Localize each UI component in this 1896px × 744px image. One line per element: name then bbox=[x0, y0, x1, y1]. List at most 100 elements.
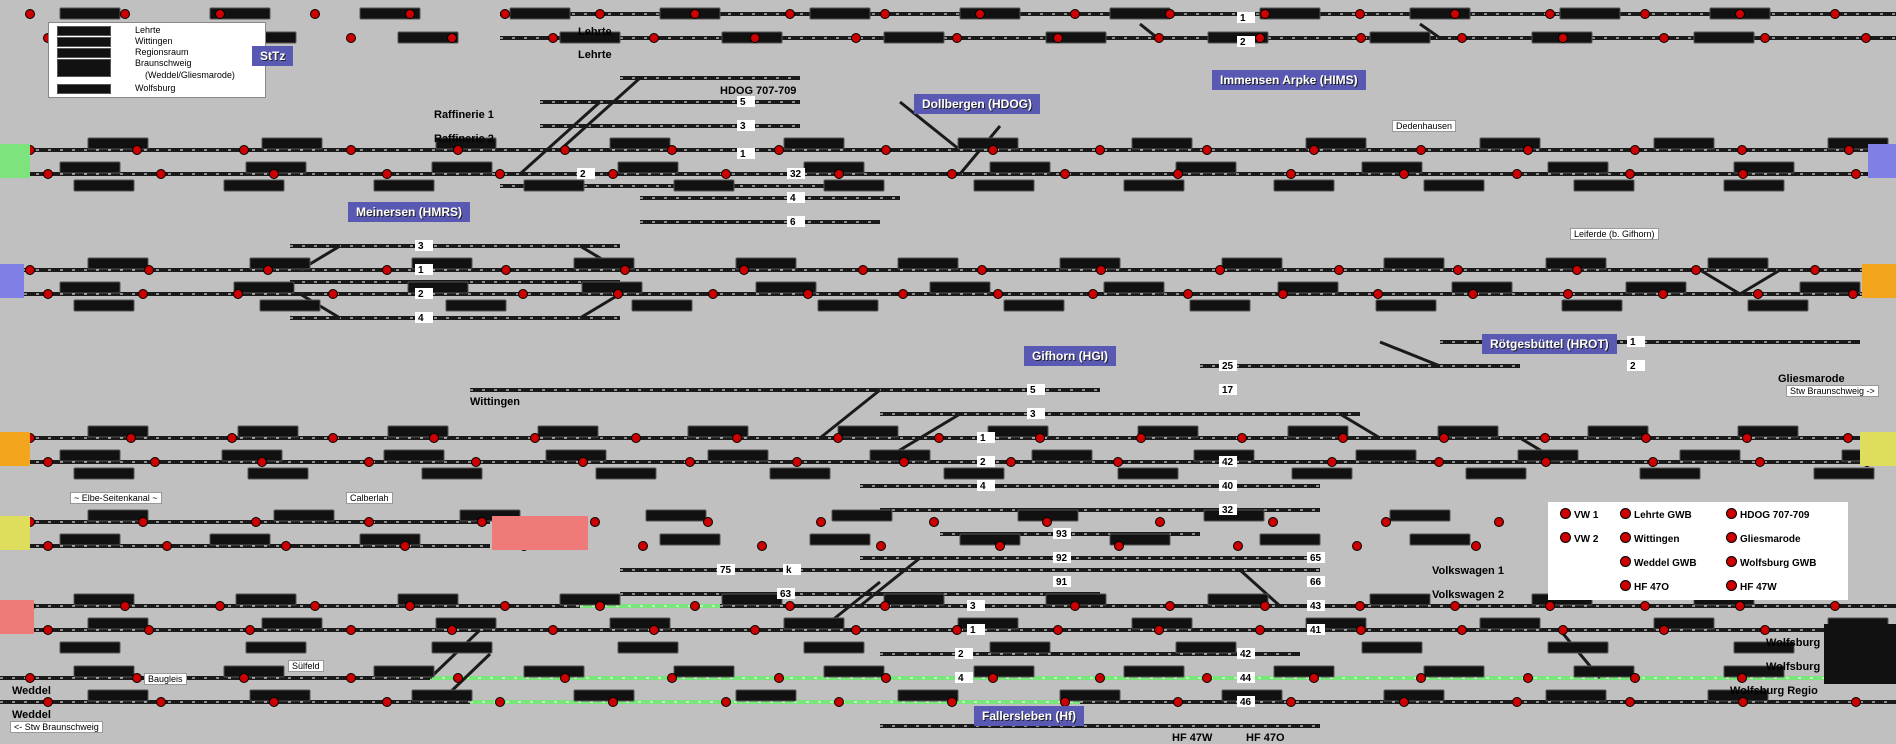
edge-connector-left-pink[interactable] bbox=[0, 600, 34, 634]
signal-group-vw1[interactable]: VW 1 bbox=[1560, 508, 1598, 521]
station-label-wolfsburg-2: Wolfsburg bbox=[1766, 661, 1821, 673]
train-number-field bbox=[59, 641, 121, 654]
edge-connector-pink-block[interactable] bbox=[492, 516, 588, 550]
track-number-bg bbox=[1627, 360, 1645, 371]
signal-icon bbox=[708, 289, 718, 299]
tag-roetgesbuettel[interactable]: Rötgesbüttel (HROT) bbox=[1482, 334, 1617, 354]
track-number-hgi_17: 17 bbox=[1222, 385, 1234, 396]
track-number-hdog_2: 2 bbox=[580, 169, 586, 180]
signal-group-wittingen[interactable]: Wittingen bbox=[1620, 532, 1679, 545]
train-number-field bbox=[1207, 593, 1269, 606]
signal-icon bbox=[638, 541, 648, 551]
signal-icon bbox=[233, 289, 243, 299]
track-number-bg bbox=[1307, 600, 1325, 611]
signal-icon bbox=[721, 169, 731, 179]
train-number-field bbox=[1625, 281, 1687, 294]
legend-label-regionsraum: Regionsraum bbox=[135, 47, 189, 57]
signal-icon bbox=[1625, 169, 1635, 179]
signal-icon bbox=[1691, 265, 1701, 275]
signal-icon bbox=[1625, 697, 1635, 707]
signal-icon bbox=[876, 541, 886, 551]
edge-connector-right-orange[interactable] bbox=[1862, 264, 1896, 298]
edge-connector-right-yellow[interactable] bbox=[1860, 432, 1896, 466]
edge-connector-left-orange[interactable] bbox=[0, 432, 30, 466]
signal-icon bbox=[126, 433, 136, 443]
train-number-field bbox=[1383, 257, 1445, 270]
signal-group-gliesmarode[interactable]: Gliesmarode bbox=[1726, 532, 1801, 545]
signal-group-hf47w[interactable]: HF 47W bbox=[1726, 580, 1777, 593]
signal-group-hdog[interactable]: HDOG 707-709 bbox=[1726, 508, 1809, 521]
signal-icon bbox=[138, 289, 148, 299]
legend-swatch-wittingen bbox=[57, 37, 111, 47]
track-number-bg bbox=[1053, 576, 1071, 587]
signal-icon bbox=[1760, 33, 1770, 43]
edge-connector-left-green[interactable] bbox=[0, 144, 30, 178]
edge-connector-right-blue[interactable] bbox=[1868, 144, 1896, 178]
tag-stw[interactable]: StTz bbox=[252, 46, 294, 66]
train-number-field bbox=[929, 281, 991, 294]
train-number-field bbox=[573, 689, 635, 702]
legend-label-braunschweig-sub: (Weddel/Gliesmarode) bbox=[145, 70, 235, 80]
track-number-bg bbox=[967, 624, 985, 635]
signal-icon bbox=[269, 697, 279, 707]
tag-immensen-arpke[interactable]: Immensen Arpke (HIMS) bbox=[1212, 70, 1366, 90]
signal-group-hf47o[interactable]: HF 47O bbox=[1620, 580, 1669, 593]
track-number-bg bbox=[977, 480, 995, 491]
track-number-bg bbox=[1237, 648, 1255, 659]
signal-icon bbox=[667, 673, 677, 683]
signal-icon bbox=[1136, 433, 1146, 443]
train-number-field bbox=[259, 299, 321, 312]
signal-group-weddel-gwb[interactable]: Weddel GWB bbox=[1620, 556, 1697, 569]
train-number-field bbox=[783, 617, 845, 630]
track-number-hf_2: 2 bbox=[958, 649, 964, 660]
signal-icon bbox=[1512, 169, 1522, 179]
signal-group-vw2[interactable]: VW 2 bbox=[1560, 532, 1598, 545]
signal-icon bbox=[1737, 145, 1747, 155]
train-number-field bbox=[809, 533, 871, 546]
train-number-field bbox=[897, 689, 959, 702]
train-number-field bbox=[1361, 641, 1423, 654]
track-switch bbox=[1739, 268, 1781, 296]
signal-icon bbox=[1450, 9, 1460, 19]
tag-fallersleben[interactable]: Fallersleben (Hf) bbox=[974, 706, 1085, 726]
track-number-hgi_25: 25 bbox=[1222, 361, 1234, 372]
track-number-bg bbox=[1219, 480, 1237, 491]
legend-label-wolfsburg: Wolfsburg bbox=[135, 83, 176, 93]
train-number-field bbox=[1813, 467, 1875, 480]
station-label-wolfsburg-1: Wolfsburg bbox=[1766, 637, 1821, 649]
signal-group-wolfsburg-gwb[interactable]: Wolfsburg GWB bbox=[1726, 556, 1816, 569]
tag-gifhorn[interactable]: Gifhorn (HGI) bbox=[1024, 346, 1116, 366]
signal-icon bbox=[251, 517, 261, 527]
train-number-field bbox=[1437, 425, 1499, 438]
tag-meinersen[interactable]: Meinersen (HMRS) bbox=[348, 202, 471, 222]
track-number-hf_92: 92 bbox=[1056, 553, 1068, 564]
train-number-field bbox=[1369, 593, 1431, 606]
signal-icon bbox=[132, 673, 142, 683]
edge-connector-left-blue[interactable] bbox=[0, 264, 24, 298]
train-number-field bbox=[687, 425, 749, 438]
train-number-field bbox=[545, 449, 607, 462]
signal-icon bbox=[310, 601, 320, 611]
signal-icon bbox=[1471, 541, 1481, 551]
signal-icon bbox=[1095, 145, 1105, 155]
train-number-field bbox=[1287, 425, 1349, 438]
track-switch bbox=[1699, 268, 1741, 296]
edge-connector-left-yellow[interactable] bbox=[0, 516, 30, 550]
train-number-field bbox=[223, 179, 285, 192]
edge-connector-right-wolfsburg[interactable] bbox=[1824, 624, 1896, 684]
tag-dollbergen[interactable]: Dollbergen (HDOG) bbox=[914, 94, 1040, 114]
signal-icon bbox=[774, 145, 784, 155]
flag-leiferde: Leiferde (b. Gifhorn) bbox=[1570, 228, 1659, 240]
signal-icon bbox=[649, 33, 659, 43]
station-label-lehrte-2: Lehrte bbox=[578, 49, 612, 61]
signal-icon bbox=[239, 673, 249, 683]
track-switch bbox=[428, 628, 482, 680]
track-number-bg bbox=[1627, 336, 1645, 347]
flag-suelfeld: Sülfeld bbox=[288, 660, 324, 672]
track-number-bg bbox=[977, 456, 995, 467]
track-number-bg bbox=[1219, 384, 1237, 395]
signal-icon bbox=[310, 9, 320, 19]
signal-icon bbox=[1457, 625, 1467, 635]
signal-icon bbox=[1183, 289, 1193, 299]
signal-group-lehrte-gwb[interactable]: Lehrte GWB bbox=[1620, 508, 1692, 521]
